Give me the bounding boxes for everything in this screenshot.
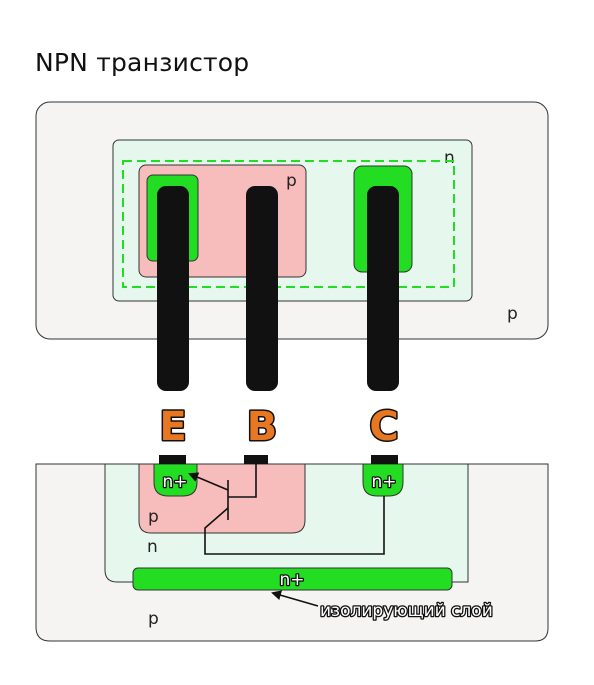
cross-section: p n p n+ n+ n+ — [35, 455, 549, 642]
collector-wire — [367, 186, 399, 391]
transistor-emitter-arrow — [188, 472, 229, 491]
diagram-title: NPN транзистор — [35, 48, 250, 77]
cross-p-base-label: p — [148, 507, 159, 527]
npn-transistor-symbol-icon — [188, 464, 385, 555]
cross-emitter-n-plus — [153, 463, 198, 497]
top-p-base-label: p — [286, 171, 297, 191]
emitter-wire — [157, 186, 189, 391]
cross-n-well-label: n — [147, 537, 158, 557]
cross-emitter-region-label: n+ — [162, 472, 187, 492]
top-view: p n p — [35, 101, 549, 391]
collector-contact — [371, 455, 398, 464]
base-contact — [244, 455, 268, 464]
top-dashed-boundary — [122, 160, 455, 288]
buried-layer-label: n+ — [279, 570, 304, 590]
cross-substrate-label: p — [148, 609, 159, 629]
base-terminal-label: B — [247, 404, 278, 450]
cross-collector-region-label: n+ — [371, 472, 396, 492]
cross-collector-n-plus — [362, 463, 404, 497]
collector-terminal-label: C — [369, 404, 398, 450]
base-wire — [246, 186, 278, 391]
emitter-contact — [159, 455, 186, 464]
top-n-well-label: n — [444, 148, 455, 168]
buried-layer-pointer-arrow-icon — [271, 590, 319, 607]
buried-layer-caption: изолирующий слой — [320, 601, 493, 621]
buried-n-plus-layer — [132, 567, 453, 591]
transistor-collector-lead — [204, 496, 385, 555]
emitter-terminal-label: E — [159, 404, 186, 450]
terminal-labels: E B C — [158, 403, 400, 452]
transistor-base-lead — [228, 464, 257, 498]
top-substrate-label: p — [507, 304, 518, 324]
